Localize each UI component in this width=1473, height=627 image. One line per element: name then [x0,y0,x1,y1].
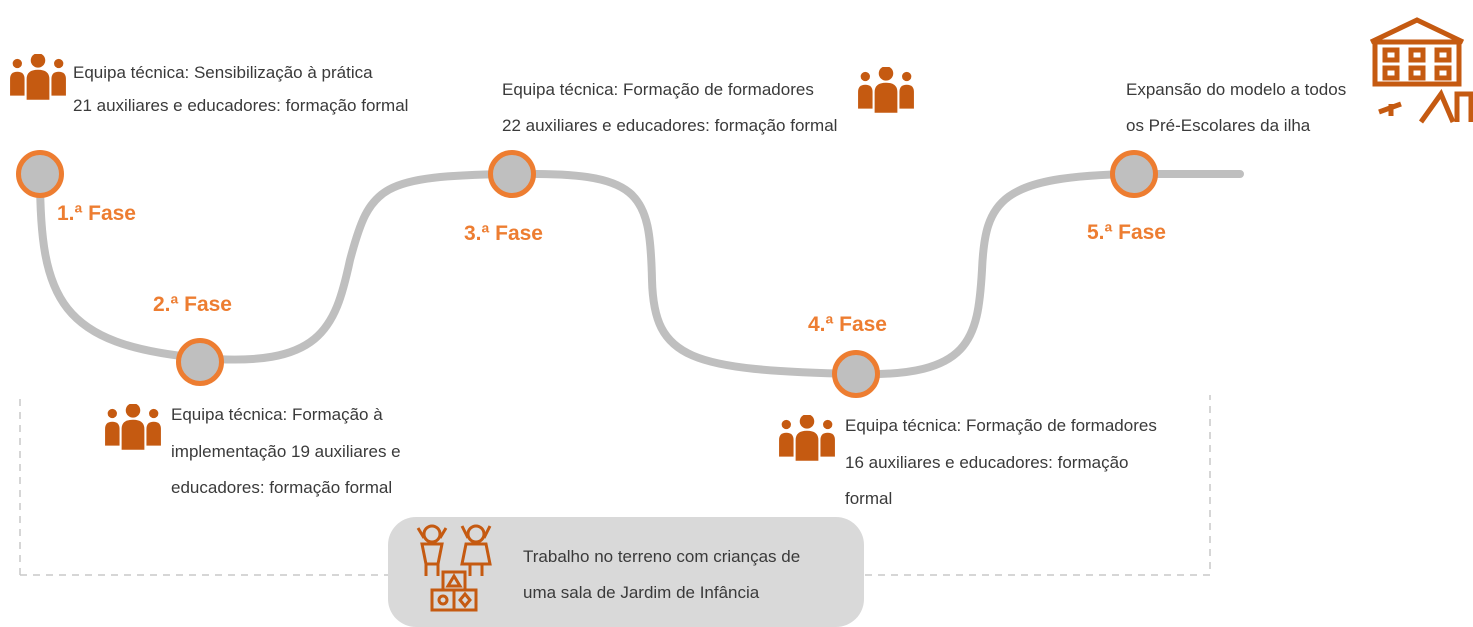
school-playground-icon [1369,17,1473,124]
phase-3-node[interactable] [488,150,536,198]
phase-1-line-2: 21 auxiliares e educadores: formação for… [73,96,409,115]
phase-4-label: 4.ª Fase [808,313,887,336]
phase-5-line-2: os Pré-Escolares da ilha [1126,116,1311,135]
phase-2-node[interactable] [176,338,224,386]
phase-4-line-3: formal [845,489,893,508]
phase-4-node[interactable] [832,350,880,398]
phase-5-line-1: Expansão do modelo a todos [1126,80,1347,99]
people-group-icon [10,54,66,100]
people-group-icon [858,67,914,113]
phase-3-line-1: Equipa técnica: Formação de formadores [502,80,814,99]
phase-3-line-2: 22 auxiliares e educadores: formação for… [502,116,838,135]
phase-1-line-1: Equipa técnica: Sensibilização à prática [73,63,373,82]
fieldwork-line-2: uma sala de Jardim de Infância [523,583,760,602]
children-blocks-icon [416,524,492,612]
phase-2-line-3: educadores: formação formal [171,478,393,497]
phase-4-line-2: 16 auxiliares e educadores: formação [845,453,1129,472]
people-group-icon [779,415,835,461]
phase-3-label: 3.ª Fase [464,222,543,245]
people-group-icon [105,404,161,450]
phase-2-line-1: Equipa técnica: Formação à [171,405,383,424]
phase-2-line-2: implementação 19 auxiliares e [171,442,401,461]
phase-5-label: 5.ª Fase [1087,221,1166,244]
phase-4-line-1: Equipa técnica: Formação de formadores [845,416,1157,435]
fieldwork-line-1: Trabalho no terreno com crianças de [523,547,801,566]
phase-5-node[interactable] [1110,150,1158,198]
phase-1-label: 1.ª Fase [57,202,136,225]
phase-2-label: 2.ª Fase [153,293,232,316]
phase-1-node[interactable] [16,150,64,198]
